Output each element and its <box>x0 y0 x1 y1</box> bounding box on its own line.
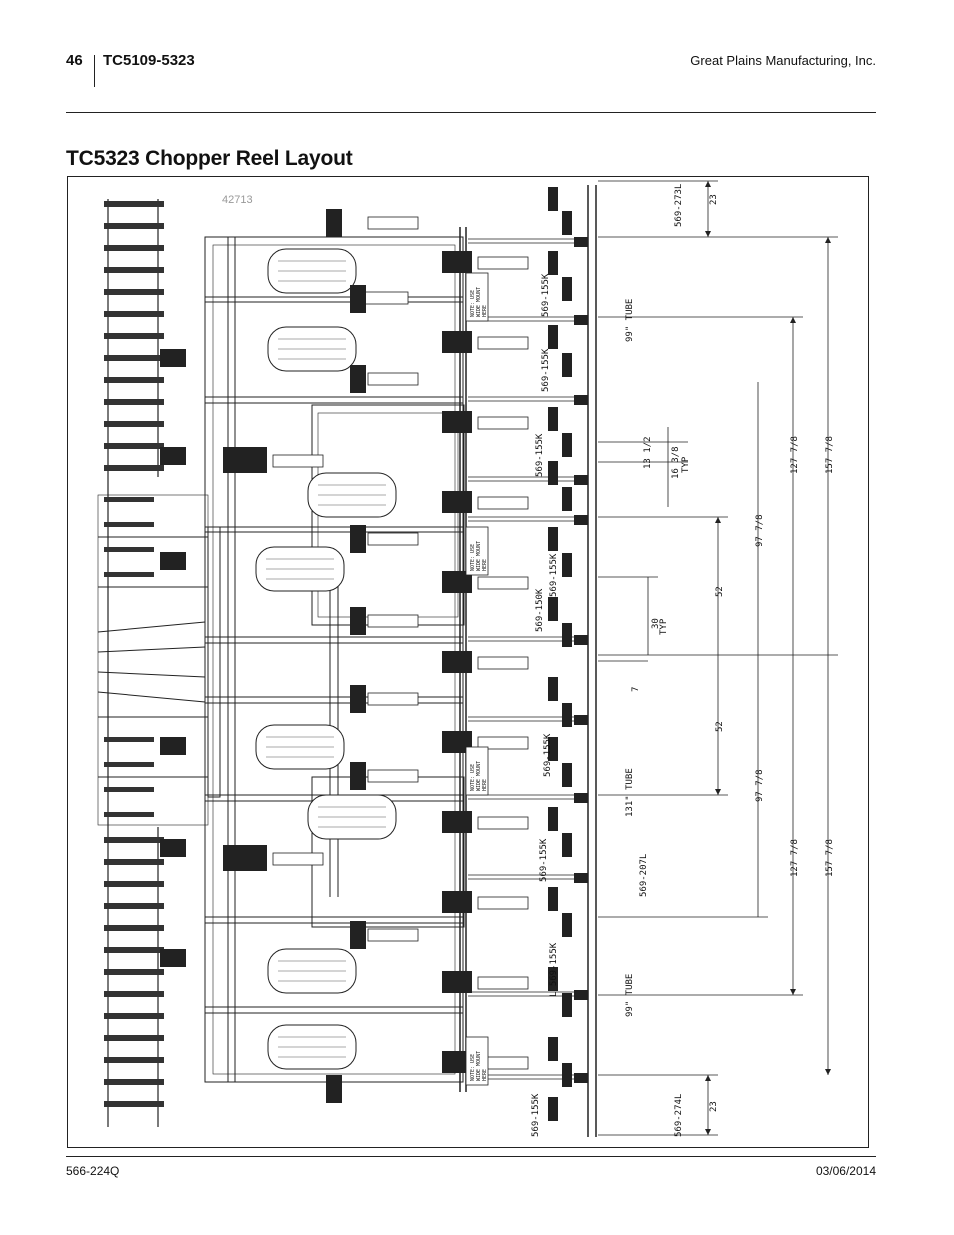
svg-text:HERE: HERE <box>482 1069 488 1081</box>
dim-typ: TYP <box>681 456 691 473</box>
reel-gang <box>468 238 588 1080</box>
model-number: TC5109-5323 <box>103 52 195 69</box>
dimension-arrows <box>705 181 831 1135</box>
dim-30: 30 <box>651 618 661 629</box>
dim-157-7-8: 157 7/8 <box>825 839 835 877</box>
note-box-wide-mount: NOTE: USE WIDE MOUNT HERE <box>465 1036 489 1086</box>
dim-23: 23 <box>709 1101 719 1112</box>
page-title: TC5323 Chopper Reel Layout <box>66 147 353 170</box>
page-number: 46 <box>66 52 83 69</box>
svg-text:NOTE: USE: NOTE: USE <box>470 764 476 791</box>
document-number: 566-224Q <box>66 1164 120 1178</box>
shank-mounts <box>223 209 472 1103</box>
company-name: Great Plains Manufacturing, Inc. <box>690 53 876 68</box>
dim-52: 52 <box>715 586 725 597</box>
part-label-569-155k-leader: L 569-155K <box>549 942 559 997</box>
dim-97-7-8: 97 7/8 <box>755 514 765 547</box>
dim-7: 7 <box>631 687 641 692</box>
dim-127-7-8: 127 7/8 <box>790 436 800 474</box>
tires <box>255 248 397 1070</box>
header-divider <box>94 55 95 87</box>
footer-rule <box>66 1156 876 1157</box>
svg-text:HERE: HERE <box>482 779 488 791</box>
part-label-569-155k: 569-155K <box>541 348 551 392</box>
part-label-569-155k: 569-155K <box>531 1093 541 1137</box>
figure-number: 42713 <box>222 194 253 206</box>
dim-23: 23 <box>709 194 719 205</box>
svg-text:WIDE MOUNT: WIDE MOUNT <box>476 761 482 791</box>
dim-typ: TYP <box>659 618 669 635</box>
note-box-wide-mount: NOTE: USE WIDE MOUNT HERE <box>465 526 489 576</box>
left-gang-brackets <box>160 349 186 967</box>
part-label-569-207l: 569-207L <box>639 854 649 897</box>
dim-97-7-8: 97 7/8 <box>755 769 765 802</box>
svg-text:NOTE: USE: NOTE: USE <box>470 544 476 571</box>
dim-16-3-8: 16 3/8 <box>671 446 681 479</box>
note-box-wide-mount: NOTE: USE WIDE MOUNT HERE <box>465 272 489 322</box>
svg-text:HERE: HERE <box>482 305 488 317</box>
part-label-569-274l: 569-274L <box>674 1094 684 1137</box>
tube-label-99: 99" TUBE <box>625 974 635 1017</box>
tube-label-131: 131" TUBE <box>625 768 635 817</box>
dim-127-7-8: 127 7/8 <box>790 839 800 877</box>
publication-date: 03/06/2014 <box>815 1164 876 1178</box>
dim-13-1-2: 13 1/2 <box>643 436 653 469</box>
part-label-569-155k: 569-155K <box>549 553 559 597</box>
left-gang-blades <box>104 201 164 1107</box>
part-label-569-155k: 569-155K <box>543 733 553 777</box>
dim-157-7-8: 157 7/8 <box>825 436 835 474</box>
part-label-569-155k: 569-155K <box>535 433 545 477</box>
reel-blades <box>548 187 588 1121</box>
part-label-569-150k: 569-150K <box>535 588 545 632</box>
svg-text:WIDE MOUNT: WIDE MOUNT <box>476 1051 482 1081</box>
dim-52: 52 <box>715 721 725 732</box>
dimension-lines <box>598 180 838 1136</box>
part-label-569-273l: 569-273L <box>674 184 684 227</box>
chopper-reel-layout-figure: 42713 569-273L 569-274L 569-207L 569-150… <box>67 176 869 1148</box>
svg-text:WIDE MOUNT: WIDE MOUNT <box>476 541 482 571</box>
header-rule <box>66 112 876 113</box>
tube-label-99: 99" TUBE <box>625 299 635 342</box>
svg-text:NOTE: USE: NOTE: USE <box>470 290 476 317</box>
svg-text:NOTE: USE: NOTE: USE <box>470 1054 476 1081</box>
part-label-569-155k: 569-155K <box>539 838 549 882</box>
layout-drawing: 42713 569-273L 569-274L 569-207L 569-150… <box>97 180 838 1137</box>
svg-text:HERE: HERE <box>482 559 488 571</box>
part-label-569-155k: 569-155K <box>541 273 551 317</box>
note-box-wide-mount: NOTE: USE WIDE MOUNT HERE <box>465 746 489 796</box>
shank-springs <box>272 216 529 1070</box>
svg-text:WIDE MOUNT: WIDE MOUNT <box>476 287 482 317</box>
